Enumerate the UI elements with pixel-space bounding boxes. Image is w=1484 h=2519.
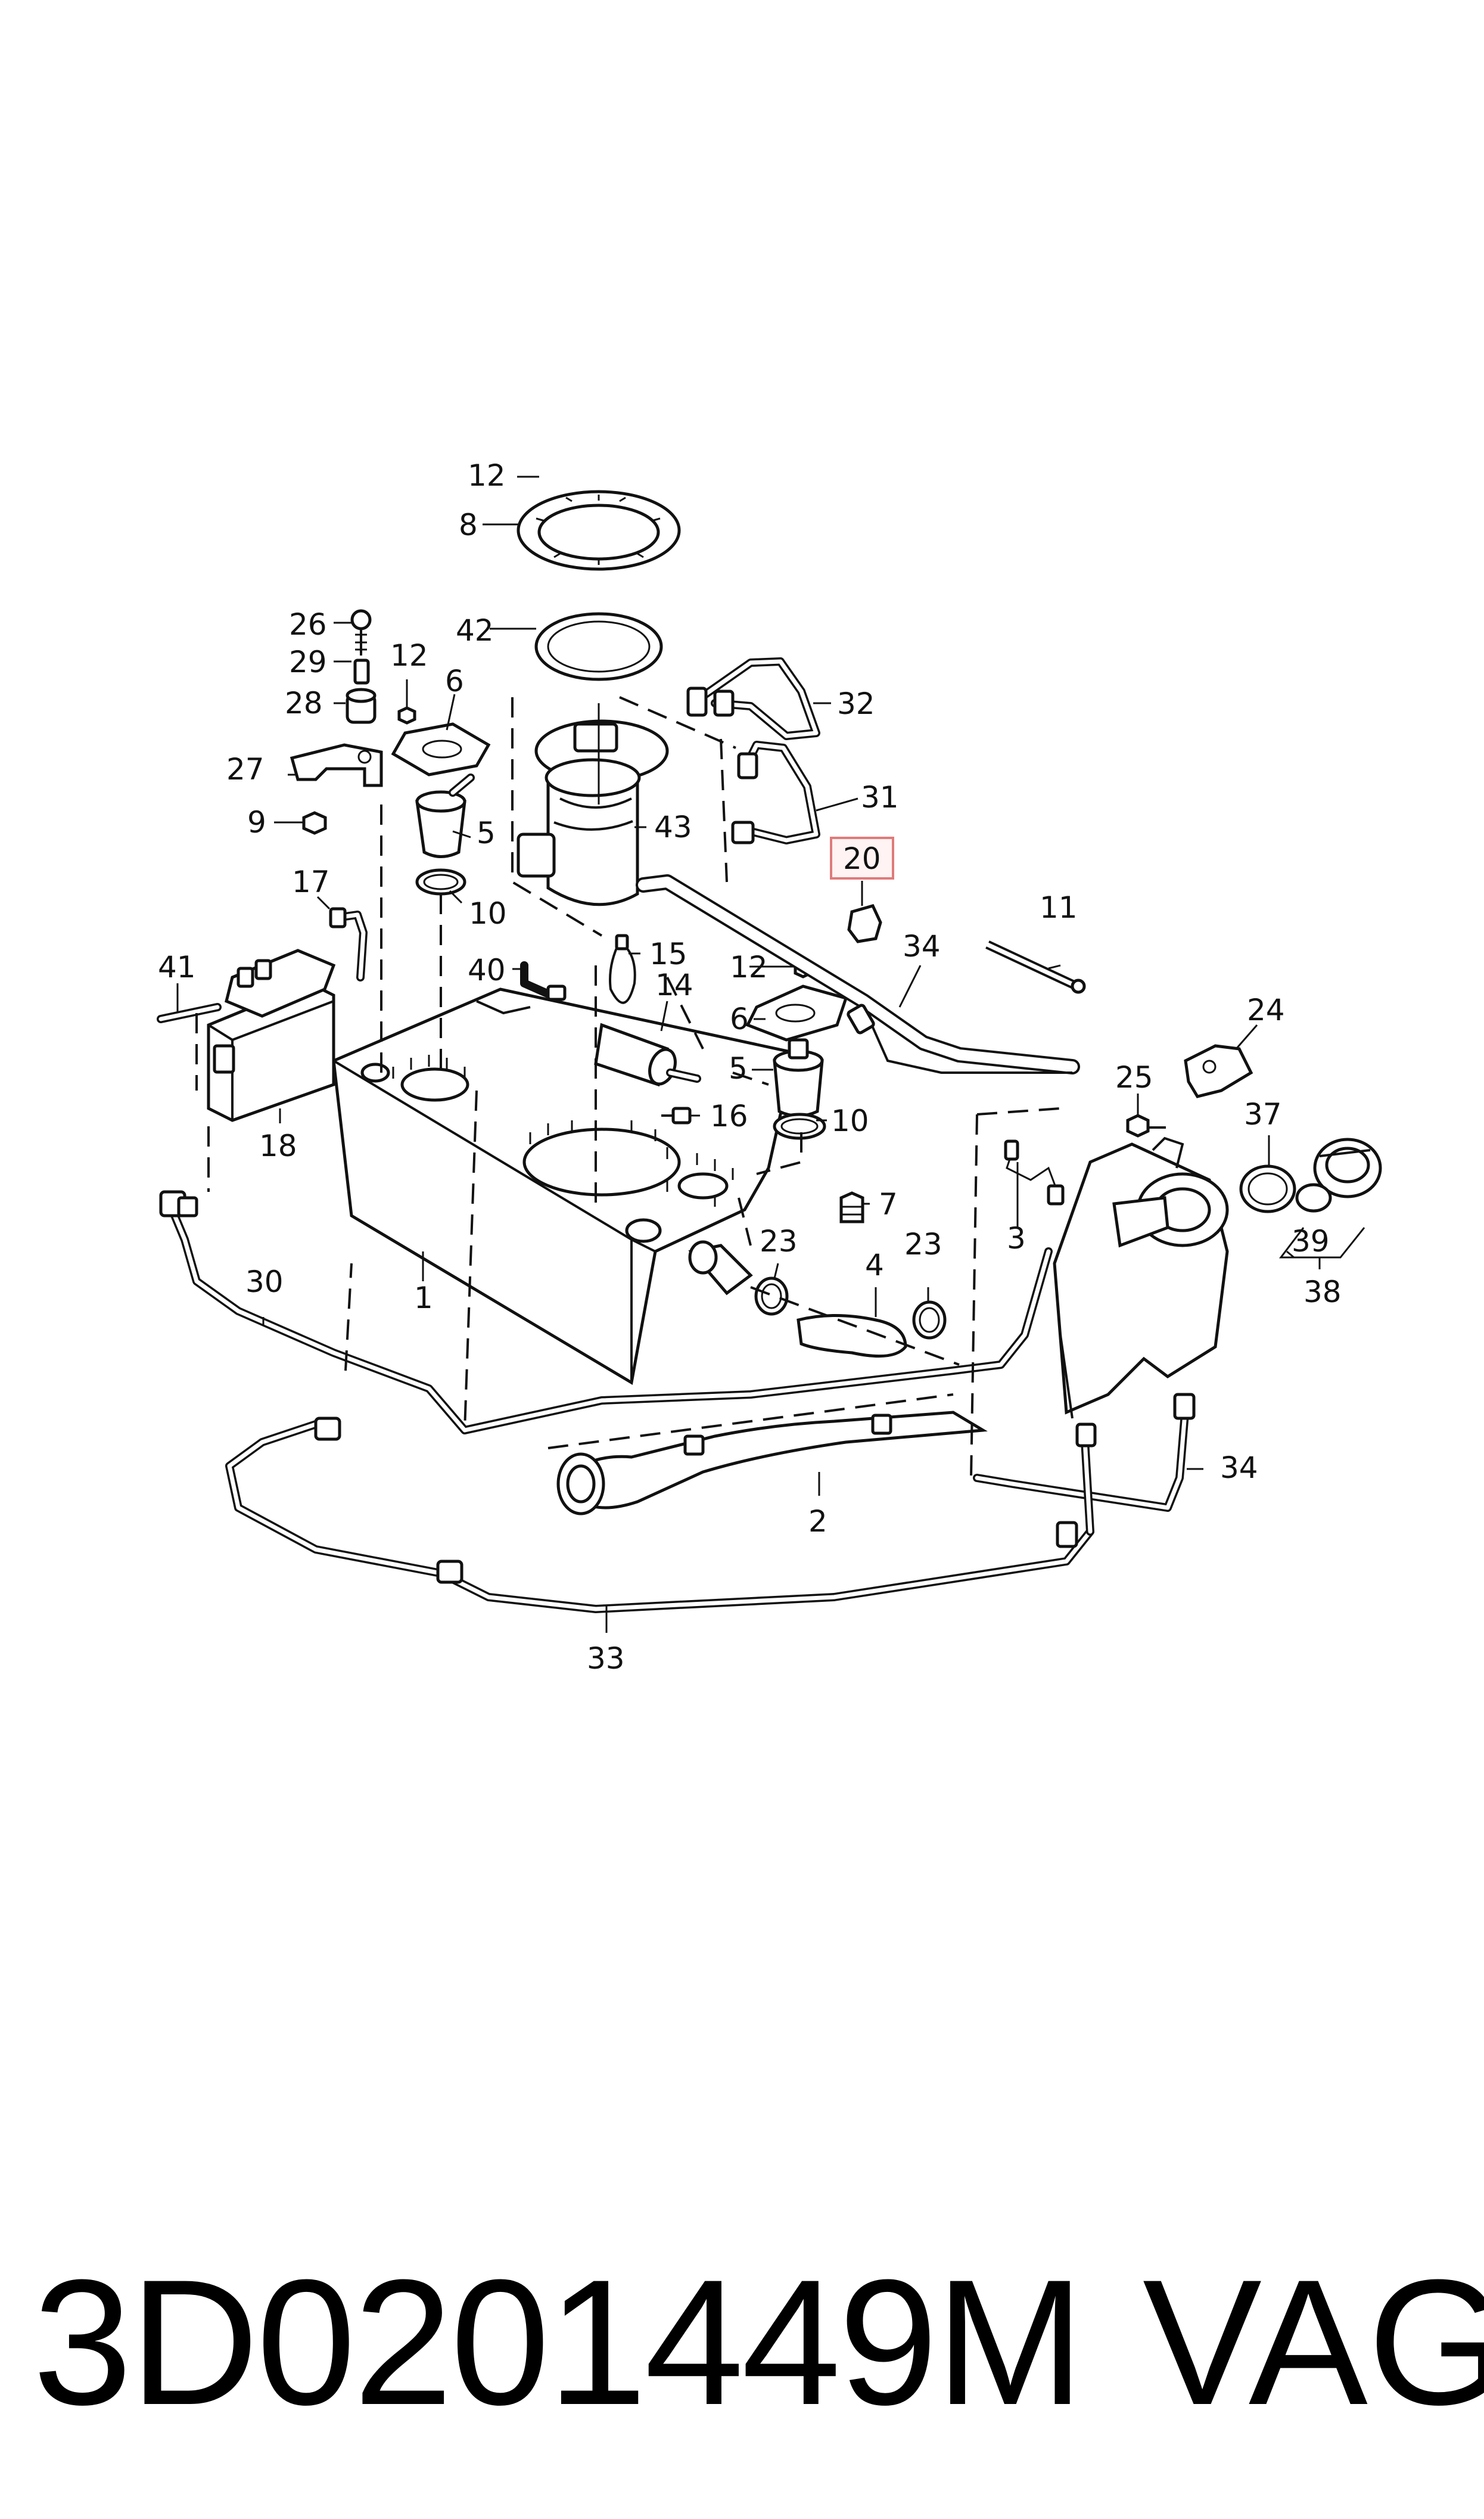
callout-labels: 12 8 42 26 29 12 6 28 27 9 5 10 43 32 31… — [158, 458, 1342, 1676]
callout-5: 5 — [729, 1051, 748, 1086]
callout-40: 40 — [468, 953, 506, 987]
callout-33: 33 — [587, 1641, 625, 1676]
callout-11: 11 — [1040, 890, 1078, 925]
callout-24: 24 — [1247, 993, 1285, 1027]
callout-16: 16 — [710, 1099, 748, 1133]
callout-37: 37 — [1244, 1097, 1282, 1132]
callout-28: 28 — [285, 686, 323, 720]
callout-31: 31 — [861, 780, 899, 815]
callout-8: 8 — [459, 508, 478, 542]
vent-line-34-bottom — [973, 1393, 1196, 1512]
callout-10: 10 — [831, 1104, 869, 1138]
brand-label: VAG — [1143, 2242, 1484, 2442]
tank-studs — [392, 1055, 734, 1207]
callout-23: 23 — [904, 1227, 942, 1262]
callout-6: 6 — [730, 1002, 749, 1036]
callout-38: 38 — [1303, 1275, 1342, 1309]
callout-27: 27 — [226, 752, 265, 787]
locking-ring — [517, 490, 681, 571]
callout-41: 41 — [158, 950, 196, 984]
fuel-pump-unit — [517, 703, 669, 906]
callout-34: 34 — [903, 929, 941, 964]
breather-hose-30 — [159, 1190, 1053, 1434]
callout-14: 14 — [655, 968, 693, 1002]
tank-inlet-stub — [688, 1240, 753, 1296]
callout-17: 17 — [292, 865, 330, 899]
callout-12: 12 — [390, 638, 428, 673]
bolt-16 — [661, 1107, 692, 1125]
clip-15 — [609, 934, 636, 1004]
callout-18: 18 — [259, 1129, 297, 1163]
vent-hose-33 — [225, 1417, 1094, 1613]
cover-6-right — [745, 984, 848, 1042]
nut-9 — [302, 811, 327, 835]
callout-32: 32 — [837, 687, 875, 721]
callout-26: 26 — [289, 607, 327, 642]
sender-5-left — [415, 774, 475, 858]
callout-30: 30 — [245, 1265, 284, 1299]
clamp-23-left — [754, 1276, 789, 1316]
fuel-tank — [332, 987, 807, 1385]
fuel-line-31 — [731, 741, 820, 844]
leader-lines — [176, 476, 1365, 1633]
callout-4: 4 — [865, 1248, 884, 1282]
sender-5-right — [773, 1038, 824, 1117]
callout-23: 23 — [760, 1224, 798, 1259]
connector-40 — [520, 961, 567, 1001]
callout-20: 20 — [843, 841, 881, 876]
nut-12-left — [397, 706, 416, 725]
ring-39 — [1295, 1183, 1332, 1213]
flange-seal — [534, 612, 663, 681]
callout-25: 25 — [1115, 1060, 1153, 1095]
elbow-17 — [329, 907, 368, 981]
carbon-canister-18 — [207, 949, 336, 1122]
fuel-filter-14 — [594, 1023, 701, 1087]
strap-11 — [985, 940, 1086, 994]
callout-43: 43 — [654, 810, 692, 844]
callout-6: 6 — [445, 664, 464, 698]
callout-29: 29 — [289, 645, 327, 679]
spacer-29 — [353, 659, 370, 685]
filler-pipe-2 — [556, 1411, 988, 1515]
callout-42: 42 — [456, 613, 494, 648]
rubber-mount-28 — [346, 688, 377, 724]
assembly-dashed-lines — [195, 696, 1061, 1479]
callout-39: 39 — [1292, 1224, 1330, 1259]
pipe-41 — [157, 1003, 222, 1023]
part-number: 3D0201449M — [33, 2242, 1084, 2442]
filler-neck — [1053, 1136, 1229, 1419]
highlight-box-20 — [830, 837, 894, 880]
callout-3: 3 — [1007, 1221, 1026, 1256]
callout-5: 5 — [477, 816, 496, 850]
callout-34: 34 — [1220, 1450, 1258, 1485]
callout-15: 15 — [649, 937, 687, 971]
stud-7 — [839, 1191, 864, 1223]
bracket-27 — [290, 743, 383, 787]
bracket-24 — [1184, 1044, 1253, 1098]
fuel-line-32 — [686, 657, 820, 740]
callout-12: 12 — [468, 458, 506, 493]
callout-1: 1 — [414, 1281, 433, 1315]
clamp-23-right — [912, 1300, 947, 1340]
callout-12: 12 — [730, 950, 768, 984]
bolt-26 — [350, 609, 372, 656]
callout-7: 7 — [879, 1187, 898, 1222]
cover-6-left — [391, 722, 491, 776]
callout-9: 9 — [247, 805, 266, 840]
vent-line-34-top — [636, 874, 1080, 1074]
callout-2: 2 — [808, 1504, 827, 1539]
sensor-3 — [1004, 1139, 1065, 1206]
fuel-cap-38 — [1313, 1138, 1382, 1198]
hose-4 — [797, 1314, 907, 1358]
bolt-25 — [1126, 1114, 1166, 1138]
callout-10: 10 — [469, 896, 507, 931]
clip-20 — [847, 904, 882, 943]
